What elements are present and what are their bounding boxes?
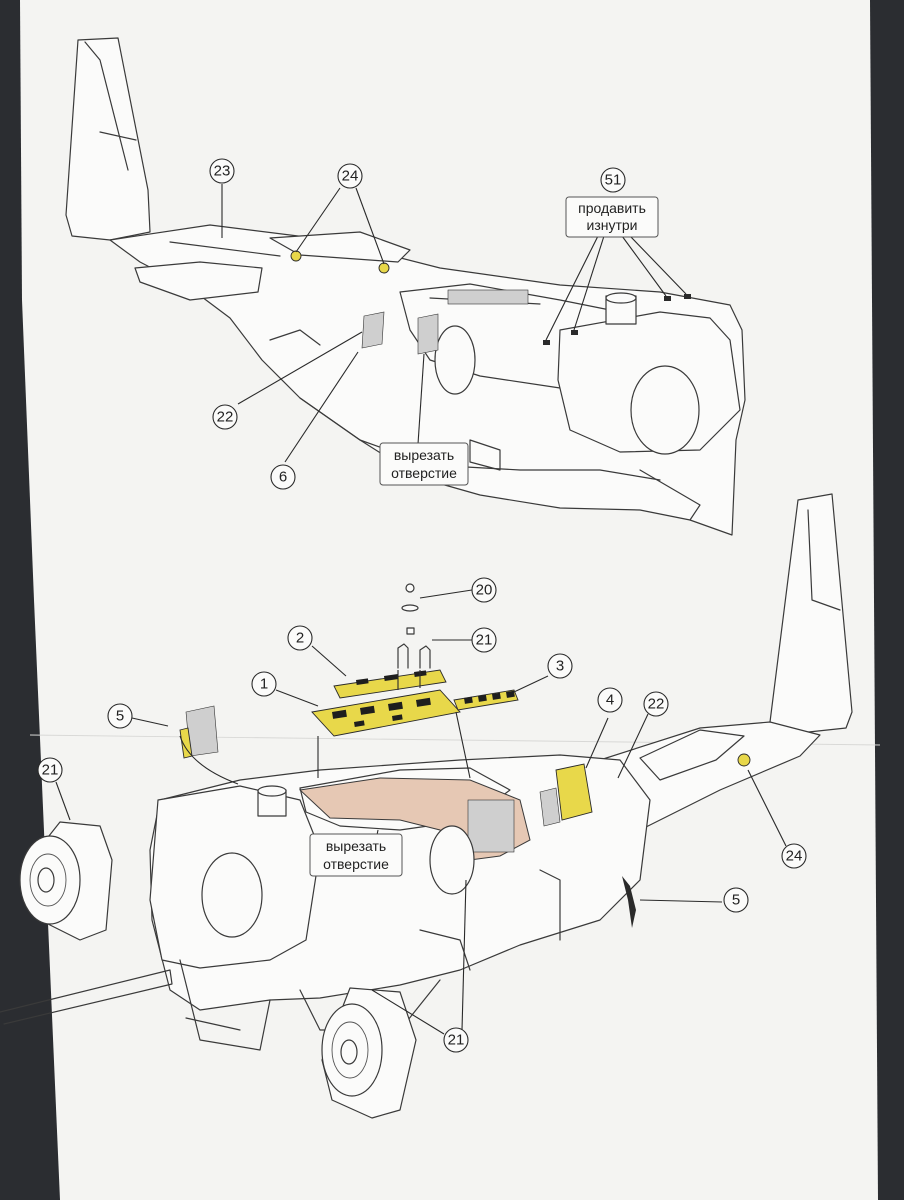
callout-5-right: 5 bbox=[723, 887, 749, 913]
note-solder-line1: продавить bbox=[578, 200, 646, 216]
note-cut-bottom-line2: отверстие bbox=[323, 856, 389, 872]
bottom-leaders bbox=[55, 589, 787, 1035]
exhaust-left-bottom bbox=[201, 852, 263, 938]
side-intake-top bbox=[434, 325, 476, 395]
note-solder-line2: изнутри bbox=[587, 217, 638, 233]
vent-51-b bbox=[571, 330, 578, 335]
callout-22-bottom-label: 22 bbox=[648, 696, 665, 713]
side-mesh-panel bbox=[467, 799, 515, 853]
grille-cutout-top bbox=[417, 313, 439, 355]
top-leaders bbox=[221, 184, 687, 463]
callout-21-part: 21 bbox=[471, 627, 497, 653]
vent-51-d bbox=[684, 294, 691, 299]
callout-51-label: 51 bbox=[605, 172, 622, 189]
paper-sheet bbox=[20, 0, 878, 1200]
part-21-loop-a bbox=[397, 643, 409, 669]
part-20-post bbox=[406, 627, 415, 635]
note-cut-bottom-line1: вырезать bbox=[326, 838, 386, 854]
callout-24-bottom-label: 24 bbox=[786, 848, 803, 865]
callout-5-left-label: 5 bbox=[116, 708, 124, 725]
ring-24-bottom bbox=[737, 753, 751, 767]
side-intake-bottom bbox=[429, 825, 475, 895]
vent-51-c bbox=[664, 296, 671, 301]
callout-1: 1 bbox=[251, 671, 277, 697]
part-2-plate bbox=[333, 669, 447, 699]
intake-grille-top bbox=[447, 289, 529, 305]
callout-6-label: 6 bbox=[279, 469, 287, 486]
refuel-probe bbox=[0, 969, 173, 1025]
callout-21-bottom-label: 21 bbox=[448, 1032, 465, 1049]
callout-21-bottom: 21 bbox=[443, 1027, 469, 1053]
grille-22-top bbox=[361, 311, 385, 349]
ring-24-right-top bbox=[378, 262, 390, 274]
part-5-blade-right bbox=[622, 876, 636, 928]
note-cut-top-line1: вырезать bbox=[394, 447, 454, 463]
callout-20-label: 20 bbox=[476, 582, 493, 599]
callout-24-top: 24 bbox=[337, 163, 363, 189]
callout-22-top: 22 bbox=[212, 404, 238, 430]
vent-51-a bbox=[543, 340, 550, 345]
bottom-drawing-fuselage-front-view bbox=[0, 493, 853, 1051]
callout-24-bottom: 24 bbox=[781, 843, 807, 869]
callout-3-label: 3 bbox=[556, 658, 564, 675]
callout-23-label: 23 bbox=[214, 163, 231, 180]
callout-1-label: 1 bbox=[260, 676, 268, 693]
note-cut-hole-bottom: вырезать отверстие bbox=[309, 833, 403, 877]
tail-fin-top bbox=[65, 37, 151, 241]
ring-24-left-top bbox=[290, 250, 302, 262]
note-cut-top-line2: отверстие bbox=[391, 465, 457, 481]
stabilizer-bottom bbox=[639, 729, 745, 781]
callout-2-label: 2 bbox=[296, 630, 304, 647]
stabilizer-left-top bbox=[134, 261, 263, 301]
exploded-parts bbox=[179, 583, 636, 928]
part-20-washer bbox=[401, 604, 419, 612]
note-cut-hole-top: вырезать отверстие bbox=[379, 442, 469, 486]
callout-4: 4 bbox=[597, 687, 623, 713]
callout-23: 23 bbox=[209, 158, 235, 184]
callout-51: 51 bbox=[600, 167, 626, 193]
callout-21-left-label: 21 bbox=[42, 762, 59, 779]
exhaust-right-top bbox=[630, 365, 700, 455]
part-21-loop-b bbox=[419, 645, 431, 669]
plate-4-mesh bbox=[539, 787, 561, 827]
callout-22-top-label: 22 bbox=[217, 409, 234, 426]
callout-21-part-label: 21 bbox=[476, 632, 493, 649]
part-20-cap bbox=[405, 583, 415, 593]
callout-5-right-label: 5 bbox=[732, 892, 740, 909]
note-solder-from-inside: продавить изнутри bbox=[565, 196, 659, 238]
callout-24-top-label: 24 bbox=[342, 168, 359, 185]
callout-4-label: 4 bbox=[606, 692, 614, 709]
callout-2: 2 bbox=[287, 625, 313, 651]
engine-pod-bottom bbox=[321, 987, 417, 1119]
callout-6: 6 bbox=[270, 464, 296, 490]
engine-pod-left bbox=[19, 821, 113, 941]
callout-20: 20 bbox=[471, 577, 497, 603]
callout-21-left: 21 bbox=[37, 757, 63, 783]
plate-4-installed bbox=[555, 763, 593, 821]
callout-5-left: 5 bbox=[107, 703, 133, 729]
callout-22-bottom: 22 bbox=[643, 691, 669, 717]
callout-3: 3 bbox=[547, 653, 573, 679]
